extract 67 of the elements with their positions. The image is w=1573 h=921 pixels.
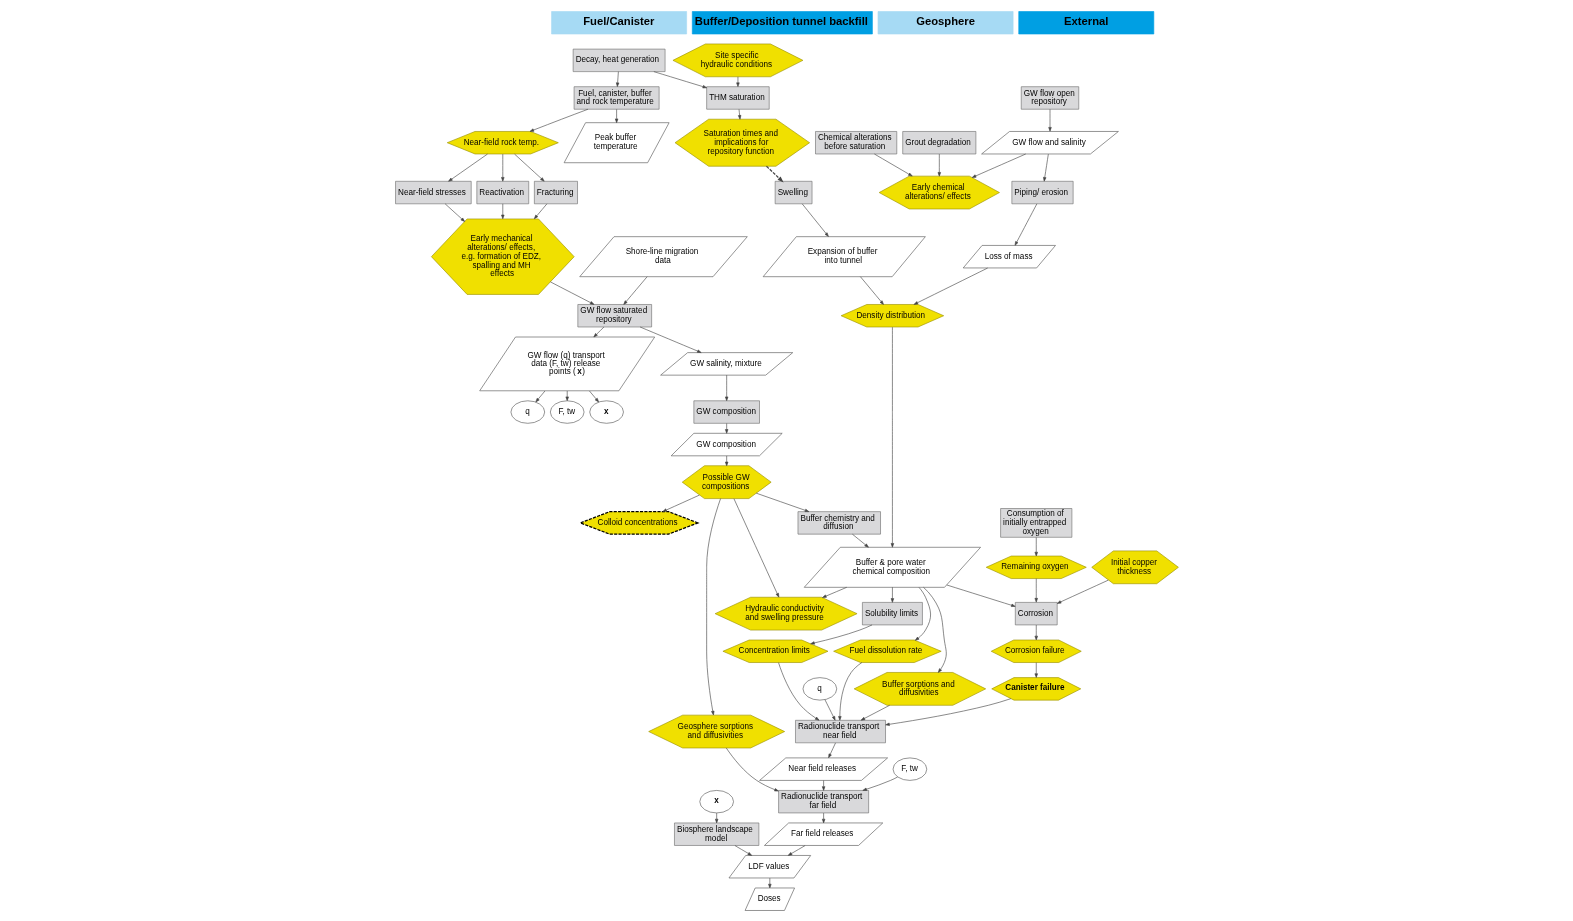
arrow bbox=[777, 661, 819, 721]
arrow bbox=[447, 153, 488, 182]
arrow bbox=[873, 153, 913, 176]
arrow bbox=[821, 812, 825, 823]
arrow bbox=[1034, 577, 1038, 602]
arrow bbox=[890, 326, 894, 547]
arrow bbox=[725, 747, 779, 791]
arrow bbox=[1034, 536, 1038, 556]
arrow bbox=[724, 422, 728, 434]
arrow bbox=[714, 812, 718, 823]
arrow bbox=[734, 844, 752, 856]
arrow bbox=[884, 697, 1011, 726]
arrow bbox=[622, 275, 647, 305]
arrow bbox=[937, 153, 941, 176]
arrow bbox=[1034, 661, 1038, 678]
arrow bbox=[1042, 153, 1049, 181]
arrow bbox=[1034, 624, 1038, 640]
arrow bbox=[913, 267, 988, 305]
arrow bbox=[809, 624, 872, 645]
arrow bbox=[529, 108, 588, 132]
node-box: Geosphere bbox=[877, 10, 1013, 34]
arrow bbox=[914, 586, 931, 641]
arrow bbox=[971, 153, 1026, 178]
arrow bbox=[500, 203, 504, 219]
arrow bbox=[1047, 108, 1052, 131]
arrow bbox=[767, 877, 771, 888]
arrow bbox=[787, 844, 805, 856]
arrow bbox=[862, 776, 898, 791]
arrow bbox=[513, 153, 544, 181]
arrow bbox=[533, 203, 547, 219]
arrow bbox=[733, 497, 779, 597]
arrow bbox=[827, 742, 836, 758]
arrow bbox=[724, 374, 728, 401]
arrow bbox=[661, 494, 700, 512]
arrow bbox=[588, 390, 599, 402]
arrow bbox=[653, 70, 707, 88]
arrow bbox=[500, 153, 504, 181]
node-box: Fuel/Canister bbox=[550, 10, 687, 34]
arrow bbox=[444, 203, 465, 222]
arrow bbox=[945, 584, 1016, 607]
arrow bbox=[860, 704, 890, 720]
arrow bbox=[765, 165, 784, 182]
arrow bbox=[755, 492, 809, 512]
arrow bbox=[639, 326, 701, 353]
arrow bbox=[801, 203, 829, 237]
arrow bbox=[705, 497, 721, 715]
arrow bbox=[837, 661, 862, 720]
arrow bbox=[737, 108, 741, 120]
arrow bbox=[549, 281, 594, 305]
node-box: Buffer/Deposition tunnel backfill bbox=[691, 10, 873, 34]
arrow bbox=[824, 698, 835, 721]
arrow bbox=[724, 455, 728, 466]
arrow bbox=[534, 390, 545, 402]
arrow bbox=[821, 779, 825, 791]
arrow bbox=[565, 390, 569, 401]
arrow bbox=[859, 275, 884, 305]
arrow bbox=[735, 76, 740, 87]
arrow bbox=[851, 533, 869, 548]
arrow bbox=[593, 326, 604, 337]
arrow bbox=[821, 586, 847, 598]
node-box: External bbox=[1017, 10, 1154, 34]
arrow bbox=[615, 70, 619, 87]
arrow bbox=[1056, 579, 1109, 604]
arrow bbox=[1014, 203, 1037, 246]
arrow bbox=[922, 586, 947, 673]
arrow bbox=[890, 586, 894, 603]
arrow bbox=[614, 108, 618, 123]
